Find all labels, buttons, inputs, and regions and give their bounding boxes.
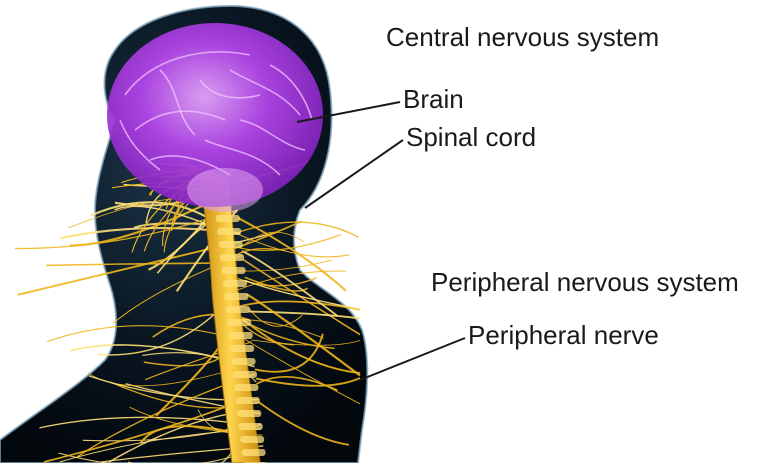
vertebra [227,319,251,326]
vertebra [216,215,240,222]
vertebra [220,254,244,261]
vertebra [217,228,241,235]
vertebra [233,371,257,378]
vertebra [230,345,254,352]
cerebellum [187,168,263,212]
vertebra [224,293,248,300]
vertebra [219,241,243,248]
peripheral-nervous-system-heading: Peripheral nervous system [431,267,739,298]
vertebra [242,449,266,456]
vertebra [240,436,264,443]
vertebra [232,358,256,365]
spinal-cord-label: Spinal cord [406,122,536,153]
vertebra [226,306,250,313]
vertebra [222,267,246,274]
vertebra [223,280,247,287]
peripheral-nerve-leader [360,338,465,380]
vertebra [234,384,258,391]
brain-label: Brain [403,84,464,115]
vertebra [236,397,260,404]
vertebra [229,332,253,339]
central-nervous-system-heading: Central nervous system [386,22,659,53]
peripheral-nerve-label: Peripheral nerve [468,320,659,351]
vertebra [239,423,263,430]
vertebra [237,410,261,417]
